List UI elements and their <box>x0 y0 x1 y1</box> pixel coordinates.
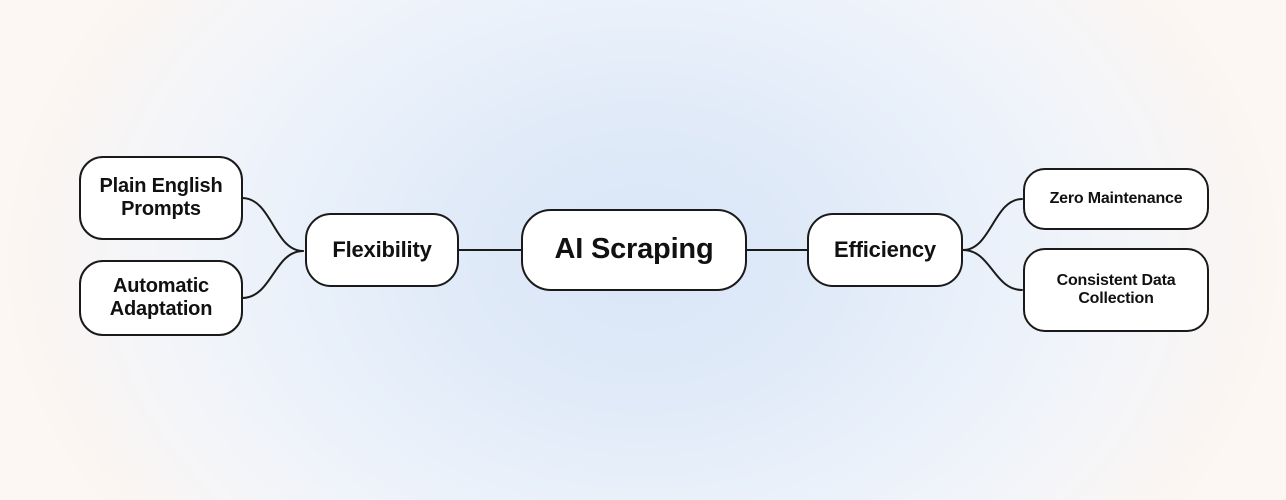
node-ai-scraping-root: AI Scraping <box>521 209 747 291</box>
node-efficiency: Efficiency <box>807 213 963 287</box>
connector-plain-english-to-flexibility <box>241 197 304 252</box>
node-label-efficiency: Efficiency <box>834 237 936 263</box>
node-consistent-data-collection: Consistent Data Collection <box>1023 248 1209 332</box>
node-label-flexibility: Flexibility <box>332 237 432 263</box>
node-label-consistent-data-collection: Consistent Data Collection <box>1056 271 1176 307</box>
node-label-automatic-adaptation: Automatic Adaptation <box>109 275 213 320</box>
connector-efficiency-to-consistent-data <box>962 249 1023 291</box>
node-label-zero-maintenance: Zero Maintenance <box>1049 189 1183 207</box>
node-label-plain-english-prompts: Plain English Prompts <box>99 175 223 220</box>
node-flexibility: Flexibility <box>305 213 459 287</box>
node-zero-maintenance: Zero Maintenance <box>1023 168 1209 230</box>
node-plain-english-prompts: Plain English Prompts <box>79 156 243 240</box>
connector-automatic-to-flexibility <box>241 250 304 299</box>
node-label-ai-scraping: AI Scraping <box>554 233 714 266</box>
node-automatic-adaptation: Automatic Adaptation <box>79 260 243 336</box>
connector-efficiency-to-zero-maintenance <box>962 198 1023 251</box>
